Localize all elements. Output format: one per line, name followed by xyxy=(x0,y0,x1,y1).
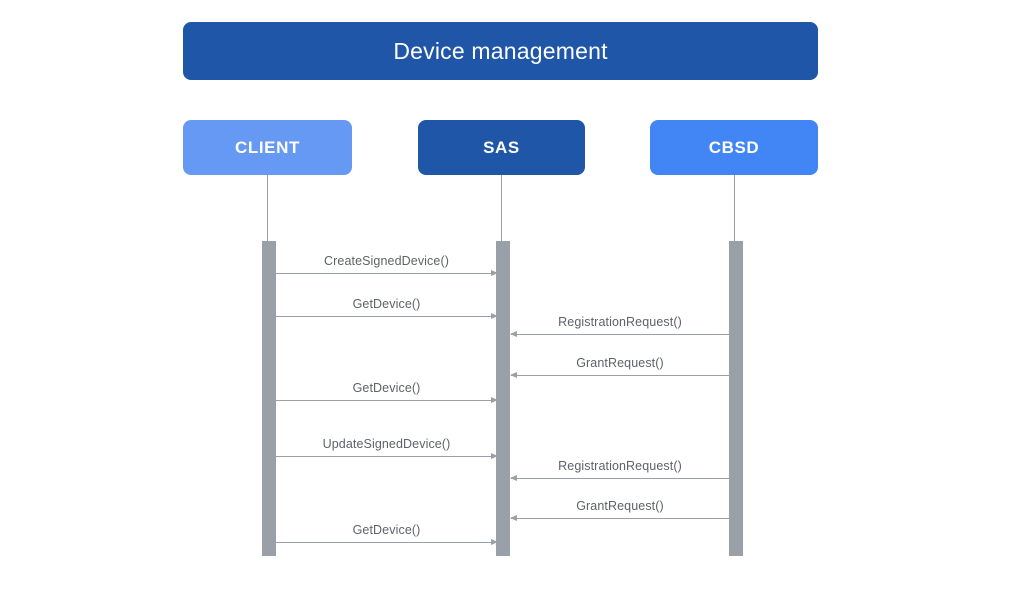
message-arrow: CreateSignedDevice() xyxy=(276,254,498,276)
activation-bar-cbsd xyxy=(729,241,743,556)
message-arrow: GrantRequest() xyxy=(510,499,729,521)
activation-bar-client xyxy=(262,241,276,556)
arrowhead-right-icon xyxy=(491,312,498,319)
participant-label-client: CLIENT xyxy=(235,137,300,157)
message-label: RegistrationRequest() xyxy=(558,459,682,473)
arrowhead-right-icon xyxy=(491,396,498,403)
message-label: UpdateSignedDevice() xyxy=(322,437,451,451)
diagram-title-banner: Device management xyxy=(183,22,818,80)
message-label: GrantRequest() xyxy=(576,356,664,370)
message-line xyxy=(276,542,497,543)
lifeline-sas xyxy=(501,175,502,241)
arrowhead-left-icon xyxy=(510,330,517,337)
participant-box-cbsd[interactable]: CBSD xyxy=(650,120,818,175)
message-line xyxy=(511,518,729,519)
lifeline-client xyxy=(267,175,268,241)
arrowhead-left-icon xyxy=(510,514,517,521)
message-arrow: GetDevice() xyxy=(276,523,498,545)
message-label: GetDevice() xyxy=(352,523,421,537)
message-label: RegistrationRequest() xyxy=(558,315,682,329)
message-line xyxy=(511,375,729,376)
participant-label-sas: SAS xyxy=(483,137,520,157)
message-line xyxy=(511,478,729,479)
participant-label-cbsd: CBSD xyxy=(708,137,760,157)
arrowhead-left-icon xyxy=(510,371,517,378)
message-line xyxy=(511,334,729,335)
message-arrow: GrantRequest() xyxy=(510,356,729,378)
arrowhead-left-icon xyxy=(510,474,517,481)
message-label: GetDevice() xyxy=(352,381,421,395)
message-arrow: RegistrationRequest() xyxy=(510,459,729,481)
message-line xyxy=(276,316,497,317)
message-arrow: RegistrationRequest() xyxy=(510,315,729,337)
participant-box-client[interactable]: CLIENT xyxy=(183,120,352,175)
lifeline-cbsd xyxy=(734,175,735,241)
message-line xyxy=(276,400,497,401)
message-arrow: GetDevice() xyxy=(276,297,498,319)
participant-box-sas[interactable]: SAS xyxy=(418,120,585,175)
arrowhead-right-icon xyxy=(491,269,498,276)
message-label: GrantRequest() xyxy=(576,499,664,513)
message-line xyxy=(276,456,497,457)
message-label: CreateSignedDevice() xyxy=(324,254,449,268)
message-label: GetDevice() xyxy=(352,297,421,311)
message-arrow: GetDevice() xyxy=(276,381,498,403)
diagram-title-text: Device management xyxy=(393,37,608,64)
activation-bar-sas xyxy=(496,241,510,556)
message-line xyxy=(276,273,497,274)
arrowhead-right-icon xyxy=(491,538,498,545)
arrowhead-right-icon xyxy=(491,452,498,459)
message-arrow: UpdateSignedDevice() xyxy=(276,437,498,459)
